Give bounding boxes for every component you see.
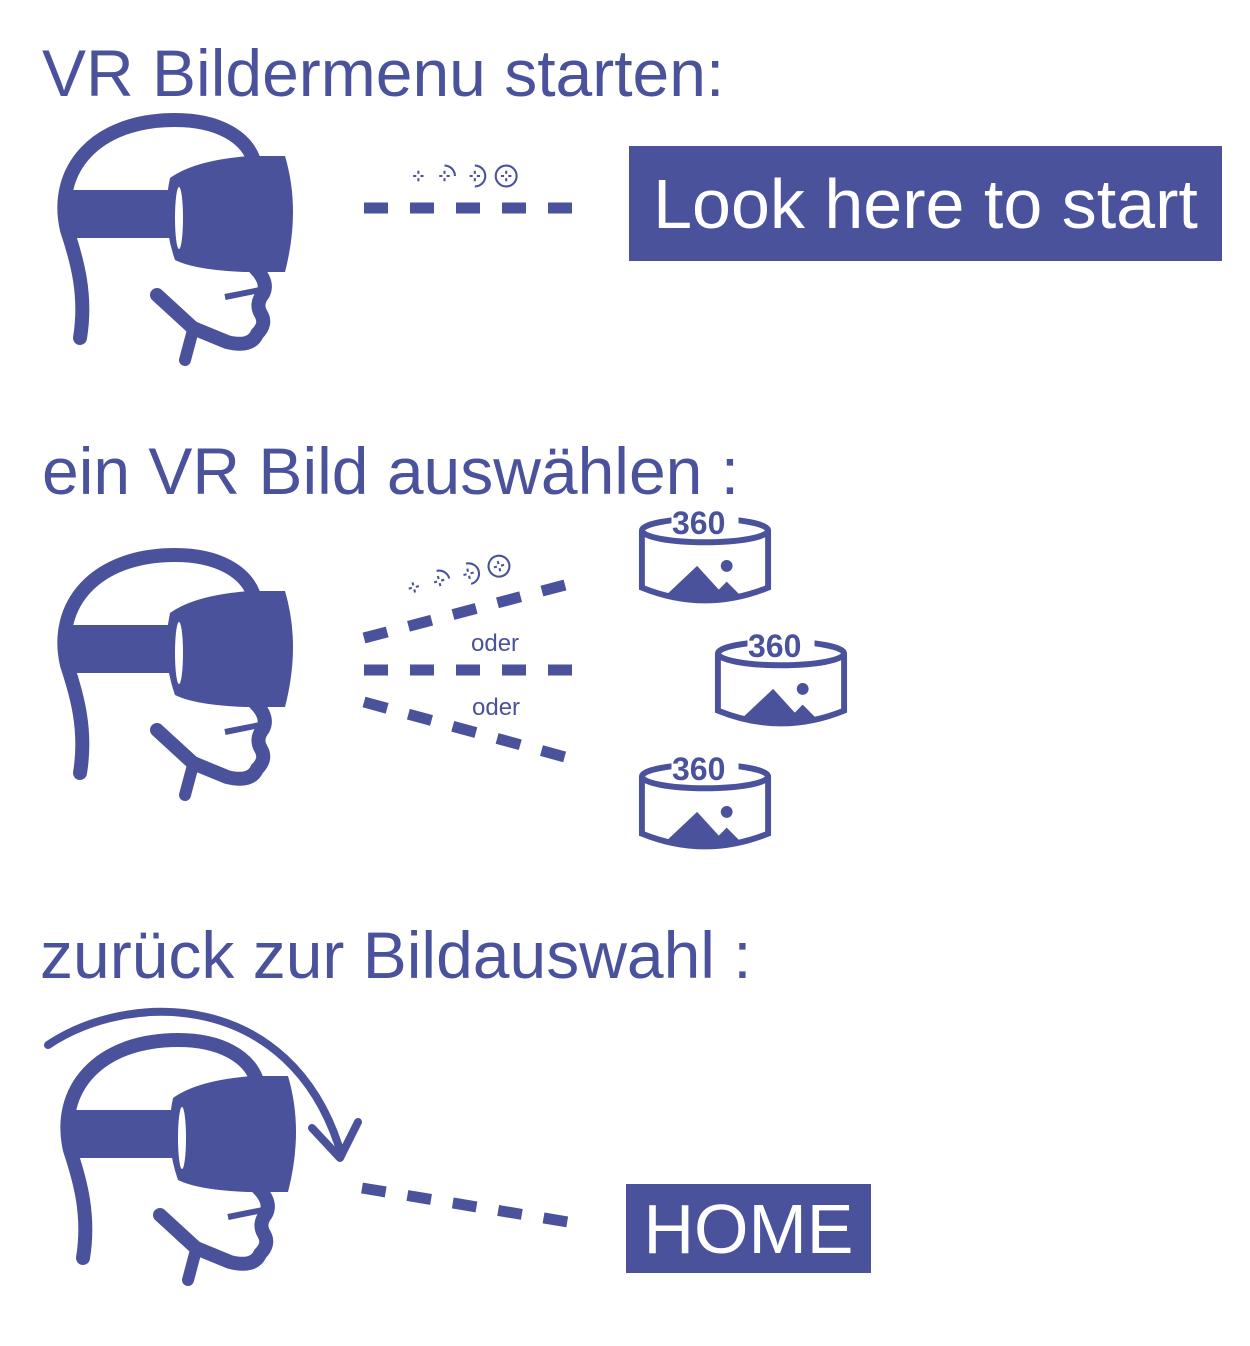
home-button[interactable]: HOME <box>626 1184 871 1273</box>
separator-or: oder <box>472 694 521 721</box>
gaze-cursor-icon <box>405 552 513 600</box>
curved-arrow-icon <box>44 1007 344 1154</box>
360-label: 360 <box>672 505 726 541</box>
vr-headset-head-icon <box>63 555 293 795</box>
gaze-line-down <box>362 696 567 763</box>
360-label: 360 <box>748 628 802 664</box>
gaze-line <box>361 1182 569 1228</box>
vr-headset-head-icon <box>63 120 293 360</box>
look-here-to-start-button[interactable]: Look here to start <box>629 146 1222 261</box>
separator-or: oder <box>471 630 520 657</box>
arrow-head-icon <box>308 1118 362 1162</box>
vr-headset-head-icon <box>66 1040 296 1280</box>
gaze-line-up <box>362 579 567 644</box>
section-heading-select: ein VR Bild auswählen : <box>42 434 740 508</box>
360-label: 360 <box>672 751 726 787</box>
section-heading-start: VR Bildermenu starten: <box>42 36 725 110</box>
section-heading-back: zurück zur Bildauswahl : <box>40 918 752 992</box>
gaze-cursor-icon <box>412 164 518 188</box>
